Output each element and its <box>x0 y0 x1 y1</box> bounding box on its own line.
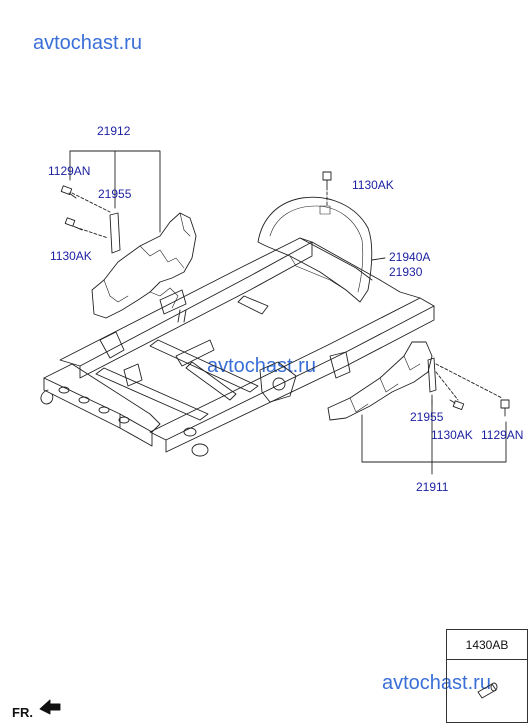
leader-lines-right <box>361 394 507 475</box>
plug-1430ab-icon <box>477 682 498 699</box>
label-1129an-right: 1129AN <box>481 428 524 442</box>
bolt-1129an-left <box>60 185 77 199</box>
label-21911: 21911 <box>416 480 449 494</box>
watermark-bottom: avtochast.ru <box>382 672 491 694</box>
reference-box: 1430AB <box>446 629 528 723</box>
label-21912: 21912 <box>97 124 131 138</box>
direction-label: FR. <box>12 705 33 720</box>
label-1130ak-right: 1130AK <box>431 428 473 442</box>
clip-21955-left <box>109 212 121 254</box>
watermark-center: avtochast.ru <box>207 355 316 377</box>
splash-guard-21912 <box>91 212 197 319</box>
splash-guard-21911 <box>327 341 433 421</box>
bolt-1130ak-left <box>64 217 83 231</box>
label-1130ak-left: 1130AK <box>50 249 92 263</box>
label-1130ak-top: 1130AK <box>352 178 394 192</box>
leader-lines-left <box>69 150 161 239</box>
label-21955-left: 21955 <box>98 187 132 201</box>
wheel-liner-21940a <box>257 196 373 303</box>
reference-part-number: 1430AB <box>447 630 527 660</box>
bolt-1129an-right <box>500 399 510 417</box>
label-21930: 21930 <box>389 265 423 279</box>
label-21940a: 21940A <box>389 250 431 264</box>
bolt-1130ak-top <box>322 171 332 207</box>
watermark-top: avtochast.ru <box>33 32 142 54</box>
label-1129an-left: 1129AN <box>48 164 91 178</box>
label-21955-right: 21955 <box>410 410 444 424</box>
fr-arrow-icon <box>39 699 61 715</box>
clip-21955-right <box>427 357 437 393</box>
chassis-frame <box>40 237 435 457</box>
bolt-1130ak-right <box>449 399 465 410</box>
